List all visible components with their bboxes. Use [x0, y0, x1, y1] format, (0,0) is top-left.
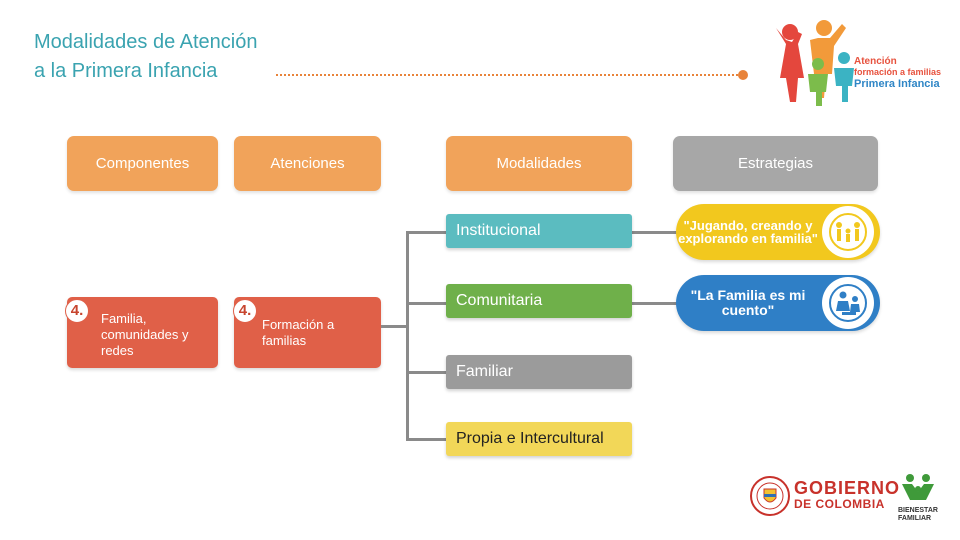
modalidad-institucional: Institucional [446, 214, 632, 248]
program-logo-text: Atención formación a familias Primera In… [854, 56, 946, 90]
connector-strategy-1 [630, 231, 680, 234]
connector-comunitaria [406, 302, 446, 305]
connector-horizontal [381, 325, 408, 328]
program-logo: Atención formación a familias Primera In… [768, 18, 944, 110]
icbf-line1: BIENESTAR [898, 507, 938, 514]
strategy-familia-cuento: "La Familia es mi cuento" [676, 275, 880, 331]
family-play-icon [822, 206, 874, 258]
gobierno-logo-text: GOBIERNO DE COLOMBIA [794, 479, 900, 511]
strategy-jugando-creando: "Jugando, creando y explorando en famili… [676, 204, 880, 260]
program-logo-line1: Atención [854, 56, 897, 67]
page-title-line1: Modalidades de Atención [34, 31, 258, 53]
modalidad-comunitaria: Comunitaria [446, 284, 632, 318]
modalidad-familiar: Familiar [446, 355, 632, 389]
connector-vertical [406, 231, 409, 440]
component-label: Familia, comunidades y redes [101, 311, 189, 358]
header-modalidades: Modalidades [446, 136, 632, 191]
program-logo-line3: Primera Infancia [854, 78, 940, 90]
icbf-figures-icon [902, 474, 934, 500]
colombia-seal-icon [750, 476, 790, 516]
component-number-badge: 4. [65, 299, 89, 323]
header-estrategias: Estrategias [673, 136, 878, 191]
header-componentes: Componentes [67, 136, 218, 191]
icbf-logo: BIENESTAR FAMILIAR [898, 472, 938, 522]
title-dotted-divider [276, 74, 738, 76]
strategy-2-label: "La Familia es mi cuento" [690, 287, 806, 318]
divider-end-dot [738, 70, 748, 80]
page-title-line2: a la Primera Infancia [34, 60, 218, 82]
family-figures-icon [776, 20, 854, 106]
atencion-number-badge: 4. [233, 299, 257, 323]
atencion-label: Formación a familias [262, 317, 335, 348]
gobierno-line2: DE COLOMBIA [794, 497, 885, 511]
component-card: 4. Familia, comunidades y redes [65, 297, 218, 368]
atencion-card: 4. Formación a familias [233, 297, 381, 368]
page-title: Modalidades de Atención a la Primera Inf… [34, 28, 258, 86]
modalidad-propia-intercultural: Propia e Intercultural [446, 422, 632, 456]
connector-propia [406, 438, 446, 441]
strategy-1-label: "Jugando, creando y explorando en famili… [678, 218, 818, 246]
icbf-line2: FAMILIAR [898, 515, 932, 522]
connector-institucional [406, 231, 446, 234]
connector-strategy-2 [630, 302, 680, 305]
connector-familiar [406, 371, 446, 374]
header-atenciones: Atenciones [234, 136, 381, 191]
gobierno-line1: GOBIERNO [794, 478, 901, 498]
program-logo-line2: formación a familias [854, 67, 942, 77]
family-reading-icon [822, 277, 874, 329]
